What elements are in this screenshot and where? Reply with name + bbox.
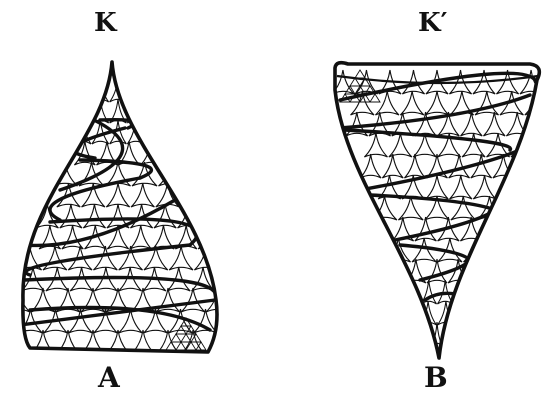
figure-a-cell (145, 120, 162, 144)
figure-a-mini-triangle (176, 342, 186, 350)
figure-a-cell (62, 225, 84, 249)
figure-a-small-triangle-cluster (166, 318, 206, 350)
figure-b-cell (483, 112, 505, 136)
figure-a-cell (216, 267, 239, 291)
figure-a-cell (43, 246, 67, 270)
figure-b-cell (460, 112, 482, 136)
figure-b-outline (335, 63, 539, 358)
figure-b-cell (451, 196, 476, 220)
figure-b-cell (427, 259, 447, 283)
figure-b-cell (426, 175, 449, 199)
figure-a-cell (31, 330, 55, 354)
figure-b-cell (400, 91, 424, 115)
figure-a-cell (131, 183, 155, 207)
figure-a-cell (130, 204, 152, 228)
figure-b-mini-triangle (355, 70, 365, 78)
figure-a-cell (181, 288, 205, 312)
figure-a-cell (6, 288, 30, 312)
figure-a-dome (6, 62, 242, 354)
figure-a-cell (145, 99, 162, 123)
figure-b-cell (382, 154, 403, 178)
figure-b-cell (355, 70, 377, 94)
figure-b-cell (473, 175, 496, 199)
figure-a-cell (83, 204, 105, 228)
figure-a-cell (194, 309, 218, 333)
figure-b-cell (360, 154, 381, 178)
figure-a-cell (130, 225, 152, 249)
figure-b-cell (389, 133, 412, 157)
figure-a-cell (69, 309, 93, 333)
figure-a-mini-triangle (171, 334, 181, 342)
figure-b-cell (375, 91, 399, 115)
figure-b-cell (455, 301, 472, 325)
figure-a-cell (219, 309, 243, 333)
figure-a-cell (106, 183, 130, 207)
figure-a-spiral-band (20, 300, 215, 325)
figure-b-cell (415, 112, 437, 136)
figure-a-mini-triangle (166, 342, 176, 350)
figure-b-cell (364, 133, 387, 157)
figure-b-cell (404, 154, 425, 178)
figure-a-cell (93, 246, 117, 270)
figure-a-cell (169, 246, 193, 270)
figure-b-cell (469, 259, 489, 283)
figure-b-cell (449, 175, 472, 199)
figure-b-cone (332, 63, 549, 358)
figure-b-cell (462, 133, 485, 157)
figure-a-cell (127, 78, 144, 102)
figure-b-cell (425, 91, 449, 115)
figure-a-cell (180, 183, 204, 207)
figure-b-cell (415, 217, 437, 241)
figure-b-spiral-band (400, 245, 470, 260)
figure-b-mini-triangle (370, 94, 380, 102)
figure-a-cell (60, 204, 82, 228)
figure-a-cell (163, 141, 184, 165)
